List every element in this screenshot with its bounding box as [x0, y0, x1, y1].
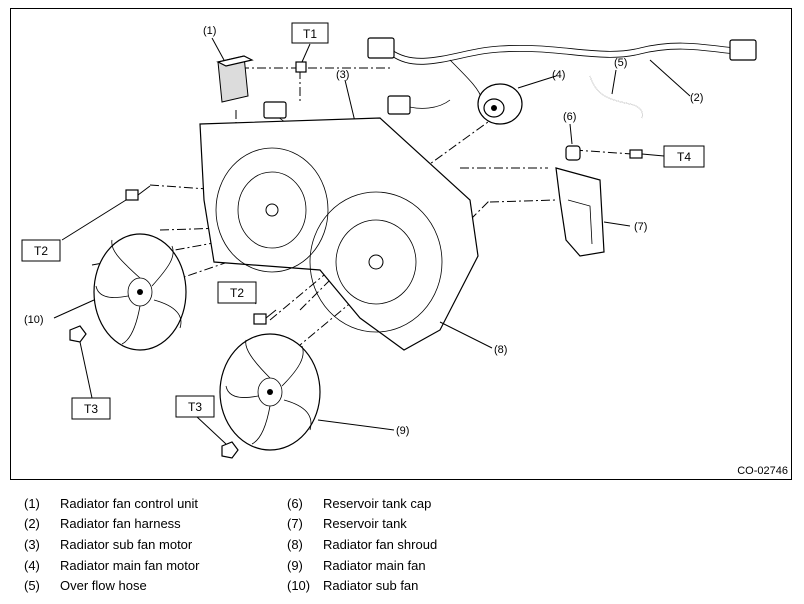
figure-code: CO-02746 — [737, 465, 788, 477]
main-fan — [219, 333, 395, 451]
reservoir-tank — [555, 167, 631, 257]
fan-control-unit — [211, 37, 254, 103]
fasteners — [61, 43, 311, 459]
callout-9: (9) — [396, 425, 409, 437]
callout-10: (10) — [24, 314, 44, 326]
overflow-hose — [589, 69, 643, 119]
torque-tag-t2b: T2 — [230, 286, 244, 300]
torque-tag-t3a-box — [71, 397, 111, 420]
reservoir-cap — [565, 123, 581, 161]
torque-tag-t4-box — [663, 145, 705, 168]
callout-6: (6) — [563, 111, 576, 123]
callout-2: (2) — [690, 92, 703, 104]
torque-tag-t3a: T3 — [84, 402, 98, 416]
fan-harness — [367, 37, 757, 115]
callout-8: (8) — [494, 344, 507, 356]
torque-tag-t2a-box — [21, 239, 61, 262]
callout-3: (3) — [336, 69, 349, 81]
callout-1: (1) — [203, 25, 216, 37]
torque-tag-t3b: T3 — [188, 400, 202, 414]
sub-fan — [53, 233, 187, 351]
torque-tag-t1: T1 — [303, 27, 317, 41]
bolt-t4 — [629, 149, 665, 159]
torque-tag-t3b-box — [175, 395, 215, 418]
callout-5: (5) — [614, 57, 627, 69]
diagram-frame — [10, 8, 792, 480]
torque-tag-t1-box — [291, 22, 329, 44]
main-fan-motor — [477, 75, 557, 125]
torque-tags: T1 T2 T2 T3 T3 T4 — [21, 22, 705, 420]
fan-shroud — [199, 117, 493, 351]
callout-7: (7) — [634, 221, 647, 233]
callout-labels: (1) (2) (3) (4) (5) (6) (7) (8) (9) (10) — [24, 25, 703, 437]
torque-tag-t2a: T2 — [34, 244, 48, 258]
torque-tag-t4: T4 — [677, 150, 691, 164]
torque-tag-t2b-box — [217, 281, 257, 304]
callout-4: (4) — [552, 69, 565, 81]
